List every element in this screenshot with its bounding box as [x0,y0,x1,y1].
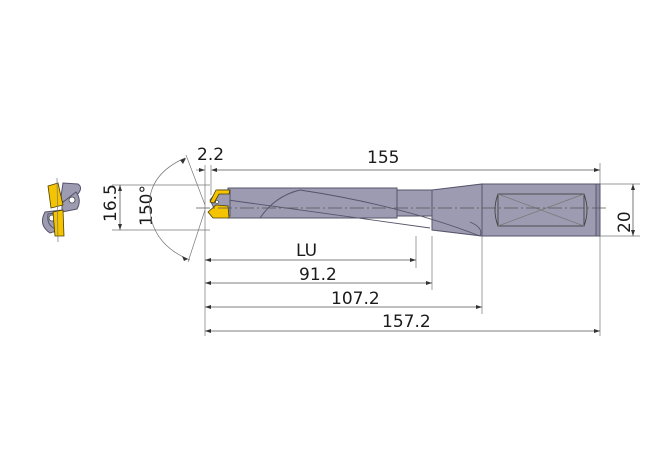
point-offset-label: 2.2 [197,145,224,165]
diameter-dimension: 16.5 150° [101,184,210,231]
cutting-diameter-label: 16.5 [101,184,121,222]
overall-155-dimension: 155 [217,148,601,336]
point-offset-dimension: 2.2 [196,145,224,336]
usable-length-dimension: LU [205,241,416,262]
usable-length-label: LU [296,241,317,261]
length-91-dimension: 91.2 [205,265,432,285]
length-107-dimension: 107.2 [205,289,482,309]
length-155-label: 155 [367,148,399,168]
overall-length-dimension: 157.2 [205,312,600,333]
end-view [41,177,82,243]
side-view [196,183,608,237]
shank-diameter-dimension: 20 [600,183,640,237]
point-angle-arc [149,154,206,263]
shank-diameter-label: 20 [615,211,635,233]
length-91-label: 91.2 [299,265,337,285]
point-angle-label: 150° [137,185,157,226]
length-107-label: 107.2 [331,289,380,309]
overall-length-label: 157.2 [382,312,431,332]
